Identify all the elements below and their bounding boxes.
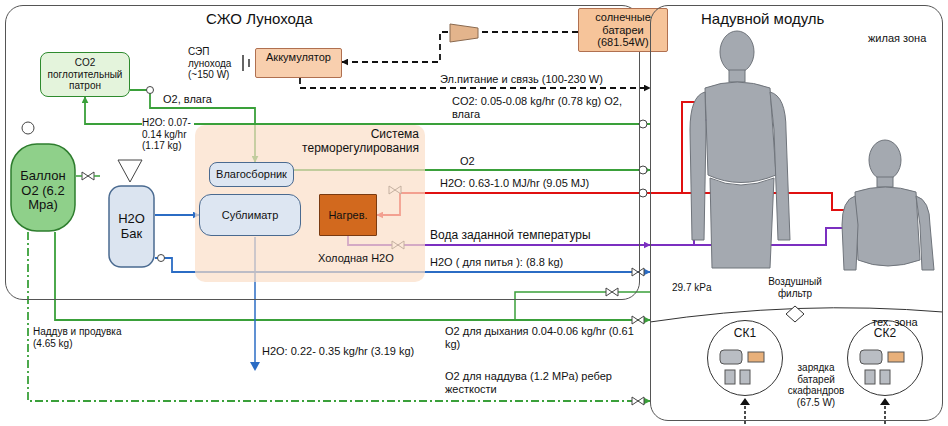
collector-box: Влагосборник xyxy=(209,162,294,187)
panel-title: СЖО Лунохода xyxy=(206,10,313,27)
heater-box: Нагрев. xyxy=(319,194,377,236)
annotation-label: Холодная H2O xyxy=(318,252,408,265)
battery-box: Аккумулятор xyxy=(255,48,342,78)
valve-symbol xyxy=(606,288,618,296)
node-text: Система терморегулирования xyxy=(294,128,419,156)
flow-label: H2O: 0.63-1.0 MJ/hr (9.05 MJ) xyxy=(440,177,645,190)
flow-label: Эл.питание и связь (100-230 W) xyxy=(440,73,645,86)
flow-label: H2O ( для питья ): (8.8 kg) xyxy=(430,256,630,269)
suit-station: СК1 xyxy=(707,320,783,396)
node-text: CO2 поглотительный патрон xyxy=(43,57,127,92)
annotation-label: Воздушный фильтр xyxy=(758,276,832,299)
node-text: Влагосборник xyxy=(216,168,287,181)
valve-symbol xyxy=(82,172,644,405)
annotation-label: Наддув и продувка (4.65 kg) xyxy=(33,326,125,349)
node-text: Нагрев. xyxy=(328,209,367,222)
panel-title: Надувной модуль xyxy=(701,10,824,27)
crew-figure xyxy=(690,31,790,268)
solar-box: солнечные батареи (681.54W) xyxy=(578,8,668,52)
oxygen-tank: Баллон O2 (6.2 Mpa) xyxy=(10,140,76,232)
node-text: Сублиматр xyxy=(222,209,279,222)
absorber-box: CO2 поглотительный патрон xyxy=(40,52,130,97)
drain-arrow xyxy=(250,362,260,371)
annotation-label: H2O: 0.22- 0.35 kg/hr (3.19 kg) xyxy=(262,345,444,358)
flow-label: CO2: 0.05-0.08 kg/hr (0.78 kg) O2, влага xyxy=(452,95,642,120)
sublimator-box: Сублиматр xyxy=(199,194,301,236)
valve-line xyxy=(76,175,100,177)
node-text: солнечные батареи (681.54W) xyxy=(581,11,665,49)
water-line xyxy=(155,214,199,216)
node-text: СК1 xyxy=(734,327,756,341)
filter-symbol xyxy=(786,306,804,322)
branch-line xyxy=(515,292,650,320)
annotation-label: зарядка батарей скафандров (67.5 W) xyxy=(787,362,845,408)
annotation-label: тех. зона xyxy=(872,316,938,329)
flow-label: H2O: 0.07-0.14 kg/hr (1.17 kg) xyxy=(142,117,194,152)
flow-label: O2 xyxy=(460,155,500,168)
node-text: H2O Бак xyxy=(110,212,153,242)
annotation-label: 29.7 kPa xyxy=(672,282,732,294)
annotation-label: СЭП лунохода (~150 W) xyxy=(188,46,250,81)
flow-label: O2, влага xyxy=(163,93,243,106)
node-text: СК2 xyxy=(874,327,896,341)
annotation-label: жилая зона xyxy=(868,32,938,45)
module-panel: Надувной модульСК1 СК2 xyxy=(650,5,943,421)
funnel-symbol xyxy=(118,160,142,182)
water-tank: H2O Бак xyxy=(108,185,155,268)
node-text: Баллон O2 (6.2 Mpa) xyxy=(12,169,74,214)
node-text: Аккумулятор xyxy=(266,51,331,64)
crew-figure xyxy=(842,140,934,270)
tank-body xyxy=(109,186,154,267)
flow-label: O2 для дыхания 0.04-0.06 kg/hr (0.61 kg) xyxy=(445,325,635,350)
converter-symbol xyxy=(450,24,478,42)
battery-symbol xyxy=(243,55,249,71)
suit-station: СК2 xyxy=(847,320,923,396)
flow-label: O2 для наддува (1.2 MPa) ребер жесткости xyxy=(445,370,635,395)
flow-label: Вода заданной температуры xyxy=(430,229,640,243)
tank-body xyxy=(11,144,75,231)
